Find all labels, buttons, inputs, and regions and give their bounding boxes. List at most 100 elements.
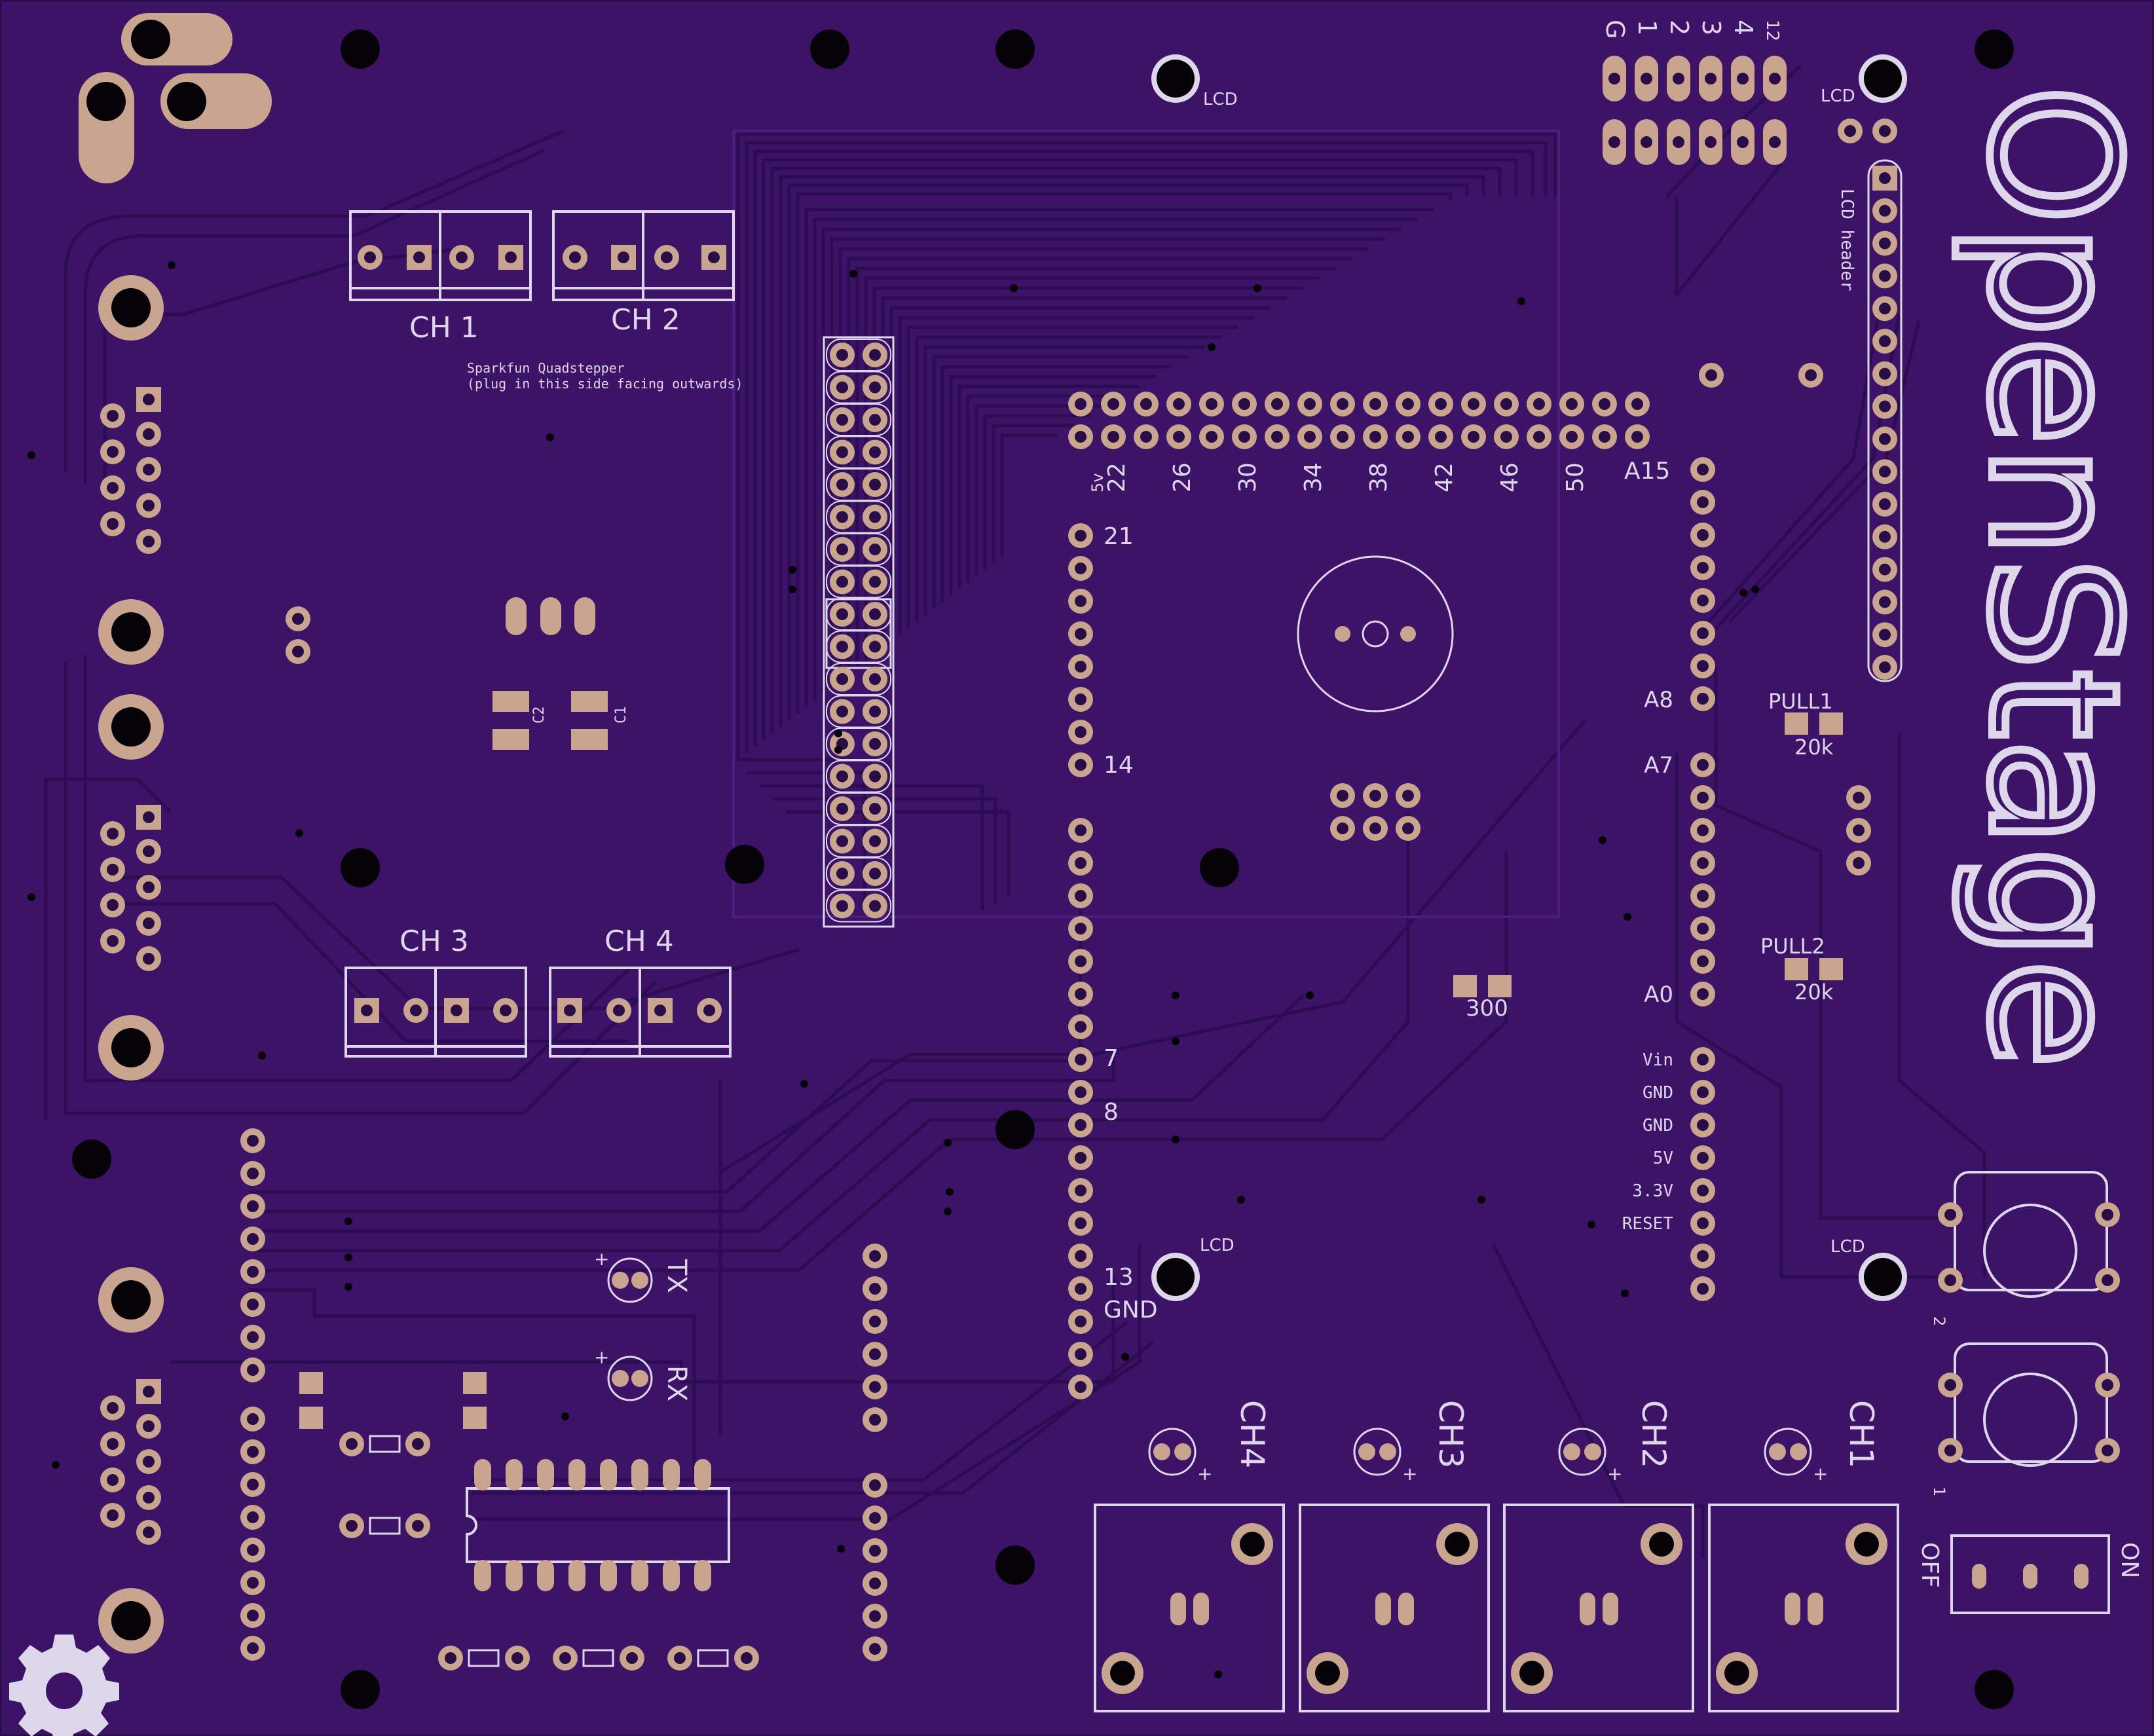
via [1751, 585, 1759, 593]
pin7-label: 7 [1104, 1045, 1119, 1072]
header-pin [830, 504, 855, 530]
lcd-pin [1872, 329, 1897, 354]
dip-pin [506, 1459, 523, 1490]
pull1-label: PULL1 [1768, 689, 1833, 714]
header-pin [830, 796, 855, 821]
mega-pin [1068, 720, 1093, 745]
mega-pin [1494, 392, 1519, 416]
header-pin-label: 12 [1762, 20, 1782, 41]
pin-hole [1705, 73, 1717, 84]
pin-hole [1705, 136, 1717, 148]
header-pin [240, 1128, 265, 1153]
a8-label: A8 [1644, 687, 1673, 713]
via [834, 746, 842, 754]
copper-traces [44, 64, 1986, 1559]
header-pin-label: G [1601, 20, 1629, 39]
pot-pin [1375, 1593, 1391, 1625]
header-pin [863, 569, 887, 595]
mega-pin [1690, 752, 1715, 777]
header-pin-outline [826, 760, 891, 793]
dip-pin [600, 1459, 617, 1490]
pull2-label: PULL2 [1760, 934, 1825, 959]
header-pin [830, 828, 855, 854]
header-pin-outline [826, 889, 891, 923]
pot-pin [1398, 1593, 1414, 1625]
header-pin [863, 602, 887, 627]
header-pin-label: 3 [1697, 20, 1726, 35]
mega-top-label: 26 [1169, 462, 1196, 492]
led-ch2-label: CH2 [1635, 1400, 1673, 1468]
via [1306, 991, 1314, 999]
mega-pin [1690, 1244, 1715, 1268]
header-pin [830, 537, 855, 562]
via [344, 1253, 352, 1261]
a7-label: A7 [1644, 752, 1673, 779]
via [837, 1545, 845, 1553]
led-pad [1563, 1443, 1580, 1460]
board-title: OpenStage [1950, 85, 2154, 1068]
lcd-pin [1872, 655, 1897, 680]
header-pin [240, 1505, 265, 1530]
mega-pin [1690, 818, 1715, 843]
mega-top-label: 34 [1300, 462, 1327, 492]
gnd2-label: GND [1643, 1116, 1673, 1136]
svg-text:LCD: LCD [1830, 1237, 1865, 1257]
led-ch1-label: CH1 [1842, 1400, 1880, 1468]
header-pin [863, 667, 887, 692]
mega-pin [1166, 392, 1191, 416]
header-pin [830, 407, 855, 432]
header-pin [863, 861, 887, 886]
header-pin [830, 602, 855, 627]
pot-pin [1193, 1593, 1209, 1625]
quadstepper-note-2: (plug in this side facing outwards) [467, 376, 743, 392]
led-plus: + [1402, 1463, 1417, 1485]
mounting-holes [72, 29, 2014, 1709]
pot-hole [1110, 1661, 1135, 1686]
via [789, 566, 796, 574]
mega-pin [1494, 424, 1519, 449]
via [1172, 1037, 1179, 1045]
mega-pin [1527, 392, 1551, 416]
dip-pin [568, 1560, 585, 1591]
led-outline [1764, 1428, 1812, 1476]
mega-pin [1199, 392, 1224, 416]
mega-pin [1068, 982, 1093, 1007]
mega-pin [1068, 752, 1093, 777]
pot-hole [1519, 1661, 1544, 1686]
header-pin [240, 1472, 265, 1497]
mega-pin [1134, 392, 1159, 416]
header-pin [240, 1357, 265, 1382]
mega-pin [1396, 424, 1421, 449]
mega-pin [1461, 392, 1486, 416]
pin-hole [1608, 73, 1620, 84]
header-pin-outline [826, 403, 891, 436]
mega-pin [1690, 851, 1715, 876]
led-plus: + [1607, 1463, 1622, 1485]
mega-pin [1690, 1080, 1715, 1105]
mega-pin [1690, 490, 1715, 515]
pin-hole [1769, 136, 1781, 148]
svg-text:LCD: LCD [1821, 86, 1855, 106]
header-pin [830, 439, 855, 465]
tx-plus: + [594, 1248, 609, 1270]
gnd1-label: GND [1643, 1083, 1673, 1103]
rx-label: RX [661, 1365, 692, 1401]
header-pin [863, 1538, 887, 1563]
led-pad [1769, 1443, 1786, 1460]
led-outline [1353, 1428, 1402, 1476]
header-pin [240, 1259, 265, 1284]
header-pin [863, 1244, 887, 1268]
a15-label: A15 [1624, 458, 1670, 485]
dip-ic [466, 1459, 730, 1591]
mega-pin [1625, 392, 1650, 416]
header-pin-outline [826, 857, 891, 890]
header-pin [240, 1325, 265, 1350]
dip-pin [631, 1560, 648, 1591]
header-pin [863, 893, 887, 919]
header-pin [863, 828, 887, 854]
mega-pin [1068, 621, 1093, 646]
mega-pin [1134, 424, 1159, 449]
mega-pin [1232, 392, 1257, 416]
mega-pin [1068, 1211, 1093, 1236]
via [1010, 284, 1018, 292]
